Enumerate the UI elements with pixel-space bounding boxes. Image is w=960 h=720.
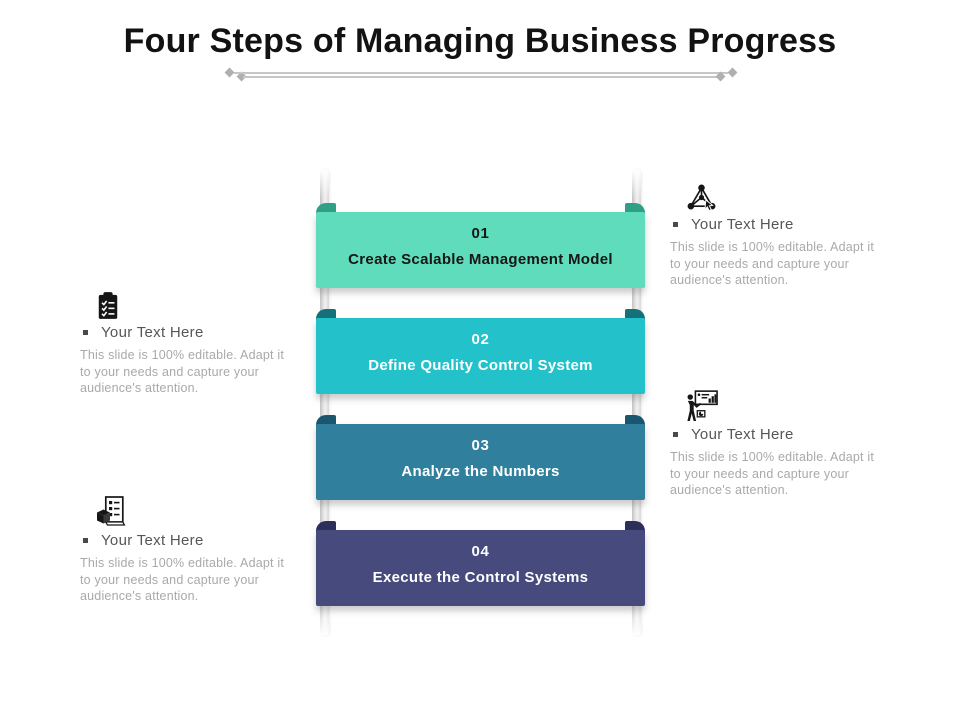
callout-right-bottom: Your Text Here This slide is 100% editab…	[670, 386, 876, 499]
bullet-square-icon	[673, 432, 678, 437]
callout-body: This slide is 100% editable. Adapt it to…	[80, 556, 285, 603]
step-label: Execute the Control Systems	[372, 569, 589, 586]
step-banner-body: 01 Create Scalable Management Model	[316, 212, 645, 288]
bullet-square-icon	[673, 222, 678, 227]
bullet-square-icon	[83, 538, 88, 543]
step-label: Create Scalable Management Model	[348, 251, 613, 268]
callout-body: This slide is 100% editable. Adapt it to…	[670, 450, 875, 497]
step-label: Define Quality Control System	[368, 357, 593, 374]
divider-diamond-icon	[727, 67, 738, 78]
step-number: 04	[471, 543, 490, 560]
step-label: Analyze the Numbers	[401, 463, 560, 480]
callout-left-bottom: Your Text Here This slide is 100% editab…	[80, 492, 286, 605]
step-banner-body: 03 Analyze the Numbers	[316, 424, 645, 500]
divider-line	[234, 72, 728, 74]
divider-diamond-icon	[224, 67, 235, 78]
step-number: 01	[471, 225, 490, 242]
callout-heading: Your Text Here	[101, 532, 204, 549]
clipboard-checklist-icon	[96, 284, 286, 320]
network-nodes-icon	[686, 176, 876, 212]
callout-heading: Your Text Here	[691, 426, 794, 443]
callout-body: This slide is 100% editable. Adapt it to…	[670, 240, 875, 287]
callout-heading: Your Text Here	[101, 324, 204, 341]
step-banner-1: 01 Create Scalable Management Model	[316, 203, 645, 288]
step-banner-4: 04 Execute the Control Systems	[316, 521, 645, 606]
callout-heading: Your Text Here	[691, 216, 794, 233]
title-divider	[224, 67, 738, 82]
presenter-chart-icon	[686, 386, 876, 422]
ribbon-post-left	[320, 170, 329, 636]
step-banner-3: 03 Analyze the Numbers	[316, 415, 645, 500]
step-number: 03	[471, 437, 490, 454]
callout-right-top: Your Text Here This slide is 100% editab…	[670, 176, 876, 289]
box-checklist-icon	[96, 492, 286, 528]
page-title: Four Steps of Managing Business Progress	[123, 22, 837, 60]
ribbon-post-right	[632, 170, 641, 636]
step-banner-body: 02 Define Quality Control System	[316, 318, 645, 394]
callout-body: This slide is 100% editable. Adapt it to…	[80, 348, 285, 395]
bullet-square-icon	[83, 330, 88, 335]
divider-line	[243, 76, 719, 78]
step-banner-2: 02 Define Quality Control System	[316, 309, 645, 394]
step-number: 02	[471, 331, 490, 348]
callout-left-top: Your Text Here This slide is 100% editab…	[80, 284, 286, 397]
step-banner-body: 04 Execute the Control Systems	[316, 530, 645, 606]
